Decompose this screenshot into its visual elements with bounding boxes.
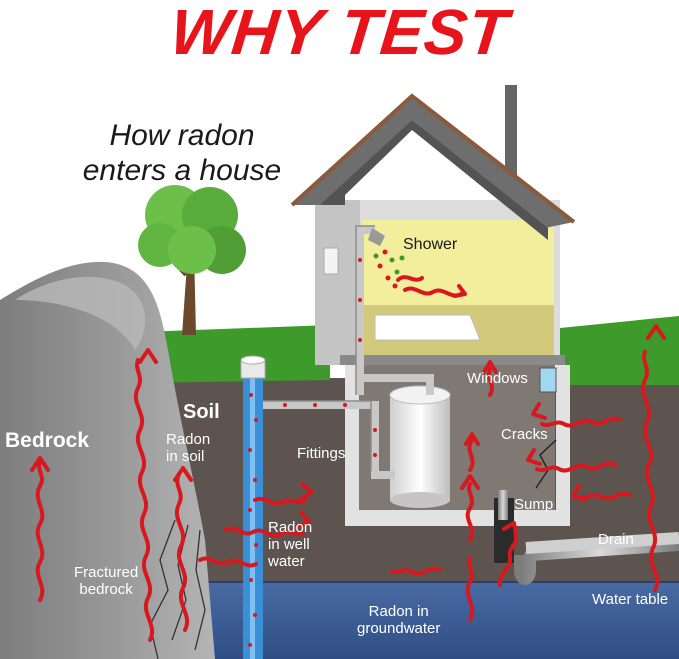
label-radon-in-well-water-line-1: Radon xyxy=(268,519,313,536)
bedrock-mound-light xyxy=(15,276,146,350)
chimney xyxy=(505,85,517,195)
diagram-subtitle: How radon enters a house xyxy=(52,118,312,188)
pipe-bubbles xyxy=(283,258,377,457)
wall-crack xyxy=(535,439,557,489)
roof-trim xyxy=(290,93,576,224)
subtitle-line-2: enters a house xyxy=(82,154,282,188)
label-sump: Sump xyxy=(514,496,554,513)
subtitle-line-1: How radon xyxy=(109,119,255,152)
label-radon-in-soil-line-2: in soil xyxy=(166,447,205,465)
water-tank xyxy=(389,385,451,508)
label-windows: Windows xyxy=(467,370,528,387)
label-radon-in-groundwater-line-1: Radon in xyxy=(368,603,429,620)
label-fractured-bedrock: Fractured bedrock xyxy=(74,564,139,599)
label-radon-in-well-water-line-2: in well xyxy=(268,535,310,553)
label-cracks: Cracks xyxy=(501,426,548,443)
well-pipe-highlight xyxy=(250,375,255,659)
radon-arrows xyxy=(30,275,666,642)
label-fittings: Fittings xyxy=(297,445,346,462)
shower-head xyxy=(368,228,385,246)
bedrock-mound xyxy=(0,261,215,659)
label-radon-in-groundwater-line-2: groundwater xyxy=(357,619,441,637)
shower-spray xyxy=(373,249,405,289)
roof xyxy=(292,96,574,228)
label-radon-in-soil: Radon in soil xyxy=(166,431,211,466)
label-radon-in-soil-line-1: Radon xyxy=(166,431,211,448)
page-title: WHY TEST xyxy=(166,0,513,68)
grass-strip-right xyxy=(560,316,679,385)
tree xyxy=(138,185,246,335)
label-soil: Soil xyxy=(183,401,220,423)
sump-pipe xyxy=(498,490,508,520)
house-wall-shade xyxy=(315,200,360,365)
well-bubbles xyxy=(248,393,258,647)
floor-slab xyxy=(340,355,565,365)
drain-pipe xyxy=(514,539,679,585)
label-radon-in-well-water-line-3: water xyxy=(268,552,305,570)
label-drain: Drain xyxy=(598,531,634,548)
roof-face xyxy=(320,120,548,240)
label-shower: Shower xyxy=(403,236,458,253)
basement-window xyxy=(539,367,557,393)
label-radon-in-groundwater: Radon in groundwater xyxy=(357,603,441,638)
basement-wall-right xyxy=(556,365,570,525)
label-bedrock: Bedrock xyxy=(5,429,90,452)
bathtub xyxy=(374,314,481,341)
label-water-table: Water table xyxy=(592,591,669,608)
label-fractured-bedrock-line-2: bedrock xyxy=(79,580,133,598)
label-fractured-bedrock-line-1: Fractured xyxy=(74,564,139,581)
label-radon-in-well-water: Radon in well water xyxy=(268,519,313,570)
side-window xyxy=(323,247,339,275)
